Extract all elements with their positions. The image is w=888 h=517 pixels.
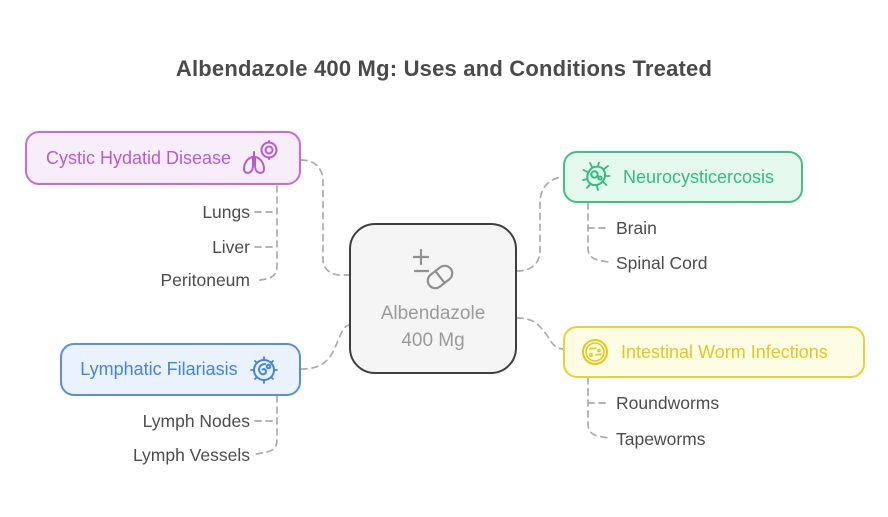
child-label-liver: Liver	[212, 237, 250, 257]
branch-label: Lymphatic Filariasis	[80, 359, 238, 379]
child-label-lymph-vessels: Lymph Vessels	[132, 445, 250, 465]
child-label-tapeworms: Tapeworms	[616, 429, 706, 449]
page-title: Albendazole 400 Mg: Uses and Conditions …	[175, 56, 713, 81]
center-node-albendazole: Albendazole 400 Mg	[349, 223, 517, 374]
child-label-roundworms: Roundworms	[616, 393, 720, 413]
child-label-lungs: Lungs	[202, 202, 250, 222]
child-label-peritoneum: Peritoneum	[160, 270, 251, 290]
child-label-brain: Brain	[616, 218, 657, 238]
branch-node-intestinal-worm-infections: Intestinal Worm Infections	[563, 326, 865, 378]
branch-label: Neurocysticercosis	[623, 166, 775, 187]
branch-label: Intestinal Worm Infections	[621, 341, 828, 362]
pill-plus-minus-icon	[407, 244, 459, 296]
neuron-parasite-icon	[578, 159, 614, 195]
microbe-parasite-icon	[247, 353, 281, 387]
branch-node-lymphatic-filariasis: Lymphatic Filariasis	[60, 343, 301, 396]
branch-label: Cystic Hydatid Disease	[45, 147, 232, 168]
child-label-lymph-nodes: Lymph Nodes	[142, 411, 250, 431]
petri-dish-worms-icon	[578, 335, 612, 369]
branch-node-neurocysticercosis: Neurocysticercosis	[563, 151, 803, 203]
center-node-label-line2: 400 Mg	[401, 329, 465, 351]
child-label-spinal-cord: Spinal Cord	[616, 253, 708, 273]
lungs-infection-icon	[240, 140, 280, 176]
center-node-label-line1: Albendazole	[380, 302, 486, 324]
branch-node-cystic-hydatid-disease: Cystic Hydatid Disease	[25, 131, 301, 185]
